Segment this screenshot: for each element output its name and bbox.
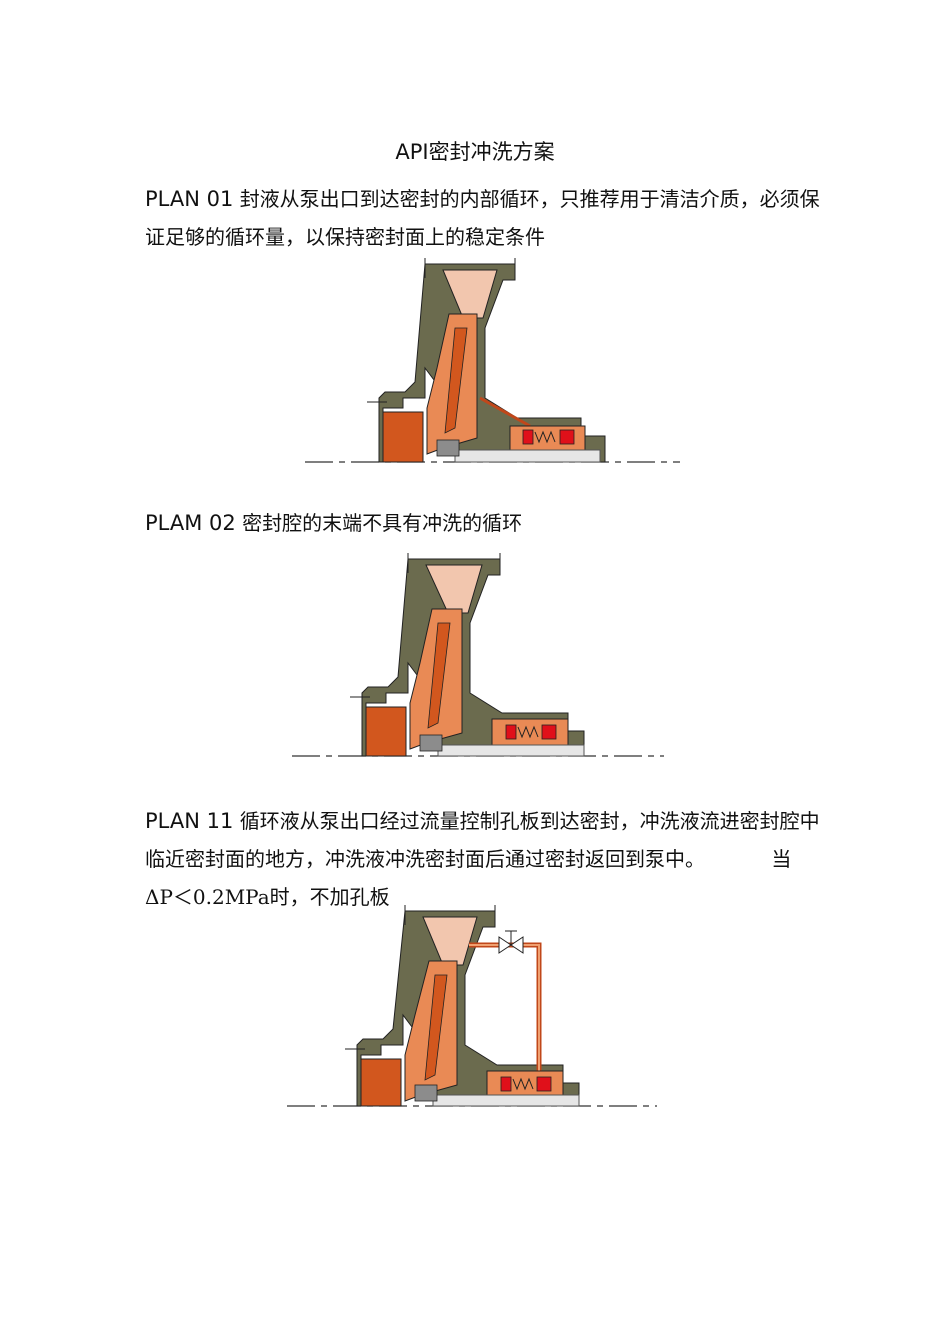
plan-11-paragraph: PLAN 11 循环液从泵出口经过流量控制孔板到达密封，冲洗液流进密封腔中临近密…	[145, 802, 825, 916]
plan-01-diagram	[305, 258, 680, 463]
plan-11-text: 循环液从泵出口经过流量控制孔板到达密封，冲洗液流进密封腔中临近密封面的地方，冲洗…	[145, 809, 820, 871]
plan-02-text: 密封腔的末端不具有冲洗的循环	[242, 511, 523, 535]
throat	[442, 269, 498, 319]
valve-icon	[498, 930, 524, 954]
casing	[382, 411, 424, 463]
plan-02-diagram	[292, 553, 664, 757]
page-title: API密封冲洗方案	[395, 140, 555, 164]
plan-11-diagram	[287, 905, 657, 1107]
plan-01-paragraph: PLAN 01 封液从泵出口到达密封的内部循环，只推荐用于清洁介质，必须保证足够…	[145, 180, 825, 256]
plan-11-code: PLAN 11	[145, 809, 234, 833]
plan-02-code: PLAM 02	[145, 511, 236, 535]
plan-02-paragraph: PLAM 02 密封腔的末端不具有冲洗的循环	[145, 504, 825, 542]
plan-01-text: 封液从泵出口到达密封的内部循环，只推荐用于清洁介质，必须保证足够的循环量，以保持…	[145, 187, 820, 249]
plan-01-code: PLAN 01	[145, 187, 234, 211]
plan-11-note: 当 ΔP＜0.2MPa时，不加孔板	[145, 847, 792, 909]
